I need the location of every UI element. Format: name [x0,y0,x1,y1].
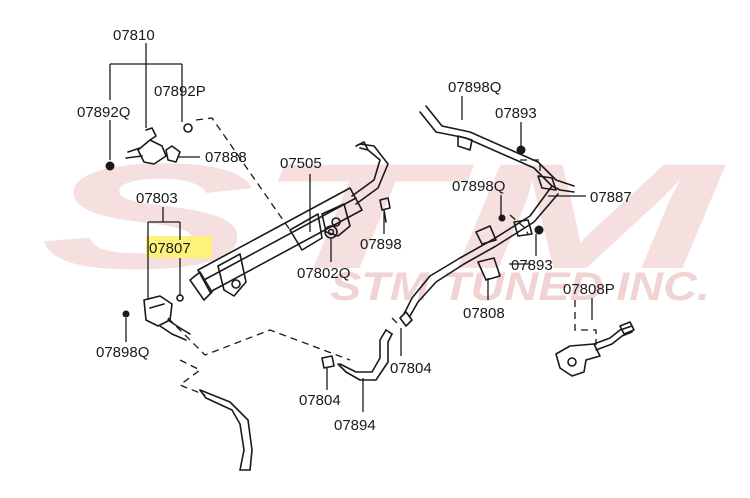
label-07893-top: 07893 [495,105,537,122]
dashed-lines [167,117,597,396]
label-07808: 07808 [463,305,505,322]
part-labels: 07810 07892Q 07892P 07888 07505 07803 07… [77,27,632,434]
label-07804-bot: 07804 [299,392,341,409]
label-07898: 07898 [360,236,402,253]
leader-lines [109,43,593,412]
label-07887: 07887 [590,189,632,206]
fuel-rail [189,141,389,301]
label-07810: 07810 [113,27,155,44]
label-07892q: 07892Q [77,104,130,121]
pressure-regulator [122,294,191,341]
part-highlight [146,236,212,258]
injector [105,123,193,171]
label-07898q-top: 07898Q [448,79,501,96]
label-07898q-mid: 07898Q [452,178,505,195]
rail-fasteners [324,197,391,239]
label-07802q: 07802Q [297,265,350,282]
label-07807: 07807 [149,240,191,257]
label-07893-mid: 07893 [511,257,553,274]
bracket-assembly [555,321,635,377]
label-07808p: 07808P [563,281,615,298]
stm-watermark: STM STM TUNED INC. [40,132,727,309]
watermark-main: STM [40,132,727,300]
label-07505: 07505 [280,155,322,172]
label-07803: 07803 [136,190,178,207]
label-07892p: 07892P [154,83,206,100]
vacuum-hose [199,389,253,471]
fuel-pipe [399,105,575,327]
label-07898q-left: 07898Q [96,344,149,361]
label-07804-mid: 07804 [390,360,432,377]
return-hose [321,329,393,381]
label-07894: 07894 [334,417,376,434]
label-07888: 07888 [205,149,247,166]
watermark-sub: STM TUNED INC. [330,265,710,309]
